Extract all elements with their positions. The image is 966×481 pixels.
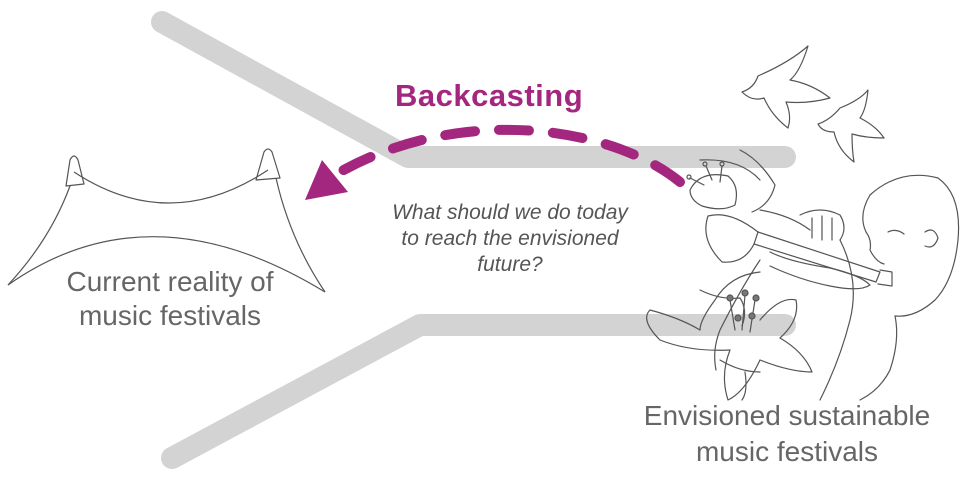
current-reality-label: Current reality of music festivals (10, 265, 330, 333)
guiding-question: What should we do today to reach the env… (360, 200, 660, 278)
diagram-title: Backcasting (395, 78, 584, 113)
dashed-arc (335, 124, 685, 187)
question-line-3: future? (477, 253, 543, 276)
funnel-lower-arm (161, 314, 796, 469)
future-label-line-2: music festivals (695, 436, 879, 467)
question-line-2: to reach the envisioned (401, 227, 619, 250)
future-label-line-1: Envisioned sustainable (643, 400, 931, 431)
envisioned-future-label: Envisioned sustainable music festivals (612, 398, 962, 470)
question-line-1: What should we do today (392, 201, 628, 224)
current-label-line-1: Current reality of (66, 266, 274, 297)
current-label-line-2: music festivals (78, 300, 262, 331)
arrow-head-icon (305, 160, 348, 200)
funnel-upper-arm (151, 11, 796, 168)
